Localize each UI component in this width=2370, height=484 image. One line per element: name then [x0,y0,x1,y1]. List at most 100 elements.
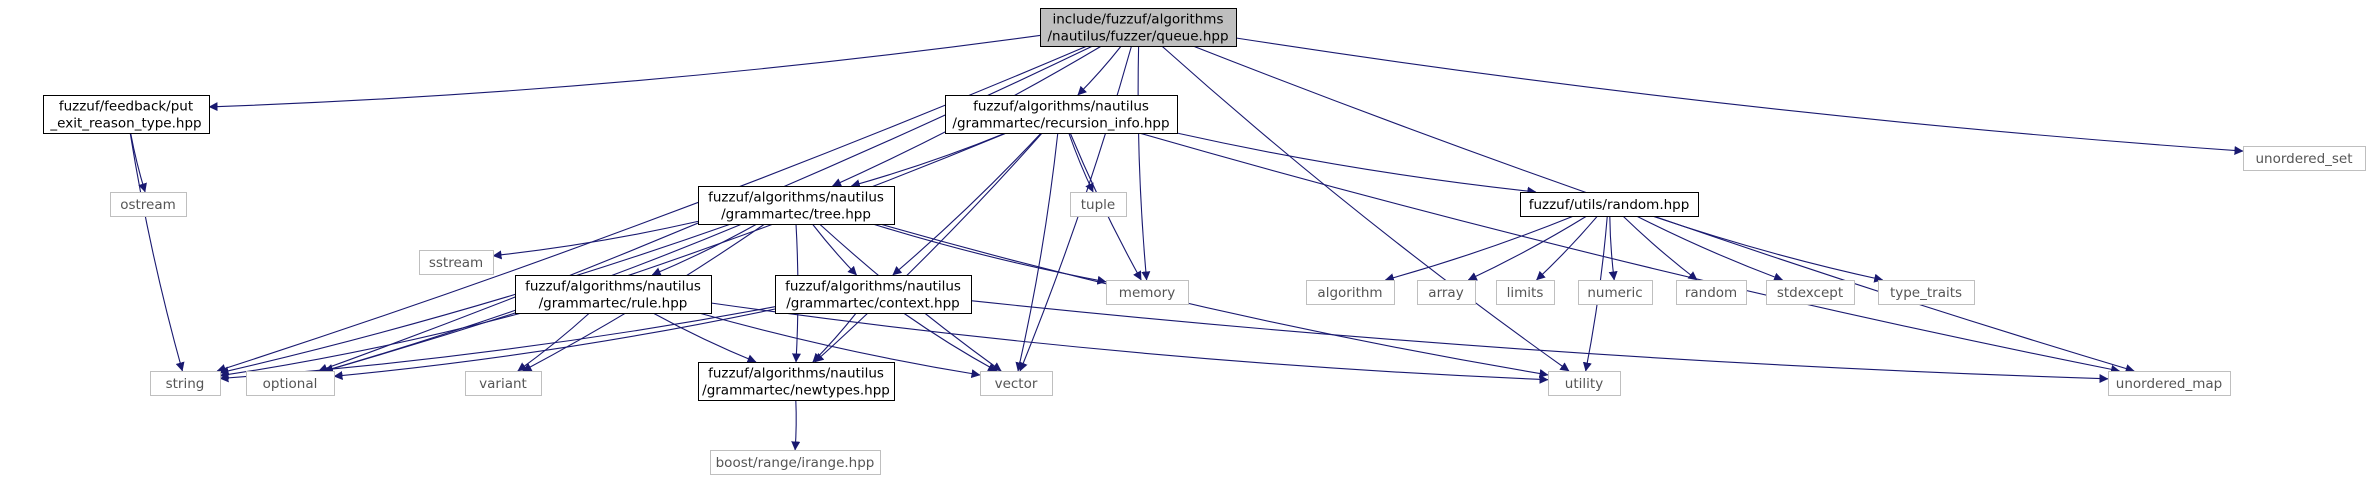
edge-put_exit-to-ostream [130,132,147,193]
edge-rule-to-string [219,312,522,379]
node-label: _exit_reason_type.hpp [49,116,201,132]
node-tuple: tuple [1070,192,1127,217]
node-label: string [166,376,205,392]
node-label: /grammartec/newtypes.hpp [702,383,890,399]
edge-random_hpp-to-array [1467,215,1588,281]
edge-tree-to-memory [872,223,1107,285]
dependency-edges [129,34,2244,451]
edge-random_hpp-to-type_traits [1652,215,1884,283]
node-numeric: numeric [1578,280,1653,305]
node-optional: optional [246,371,335,396]
node-newtypes[interactable]: fuzzuf/algorithms/nautilus/grammartec/ne… [698,362,895,401]
node-recursion[interactable]: fuzzuf/algorithms/nautilus/grammartec/re… [945,95,1178,134]
node-sstream: sstream [419,250,494,275]
edge-queue-to-recursion [1077,45,1122,96]
edge-random_hpp-to-limits [1536,215,1598,281]
edge-context-to-newtypes [812,312,857,363]
edge-queue-to-utility [1161,45,1570,372]
node-label: array [1428,285,1463,301]
edge-random_hpp-to-algorithm [1384,215,1574,283]
edge-rule-to-newtypes [652,312,757,363]
edge-recursion-to-random_hpp [1176,132,1537,196]
edge-tree-to-context [811,223,857,276]
edge-queue-to-memory [1137,45,1151,281]
node-label: sstream [429,255,483,271]
node-label: limits [1507,285,1544,301]
node-tree[interactable]: fuzzuf/algorithms/nautilus/grammartec/tr… [698,186,895,225]
node-label: boost/range/irange.hpp [716,455,875,471]
node-limits: limits [1496,280,1555,305]
node-stdexcept: stdexcept [1766,280,1855,305]
node-variant: variant [465,371,542,396]
node-label: fuzzuf/algorithms/nautilus [708,190,884,206]
node-label: variant [479,376,527,392]
edge-recursion-to-newtypes [814,132,1043,363]
node-label: fuzzuf/algorithms/nautilus [973,99,1149,115]
edge-recursion-to-context [892,132,1042,276]
edge-newtypes-to-irange [791,399,801,451]
node-label: utility [1565,376,1603,392]
edge-recursion-to-optional [323,132,1007,373]
edge-recursion-to-tuple [1068,132,1094,193]
node-random-hpp[interactable]: fuzzuf/utils/random.hpp [1520,192,1699,217]
edge-rule-to-utility [710,302,1549,384]
node-label: /grammartec/tree.hpp [721,207,871,223]
node-ostream: ostream [110,192,187,217]
node-random: random [1676,280,1747,305]
edge-rule-to-variant [517,312,590,372]
node-label: /nautilus/fuzzer/queue.hpp [1047,29,1228,45]
dependency-nodes: include/fuzzuf/algorithms/nautilus/fuzze… [43,8,2366,475]
node-label: /grammartec/context.hpp [786,296,960,312]
edge-rule-to-vector [698,312,981,379]
node-label: type_traits [1890,285,1962,301]
edge-context-to-optional [333,308,776,380]
node-vector: vector [980,371,1053,396]
node-unordered-set: unordered_set [2243,146,2366,171]
edge-tree-to-utility [879,223,1549,378]
edge-queue-to-unordered_set [1235,37,2244,155]
node-memory: memory [1106,280,1189,305]
edge-put_exit-to-string [129,132,185,372]
node-label: unordered_set [2255,151,2352,167]
node-algorithm: algorithm [1306,280,1395,305]
node-label: fuzzuf/algorithms/nautilus [525,279,701,295]
node-string: string [150,371,221,396]
node-label: tuple [1081,197,1115,213]
node-label: unordered_map [2116,376,2222,392]
node-context[interactable]: fuzzuf/algorithms/nautilus/grammartec/co… [775,275,972,314]
node-label: random [1685,285,1737,301]
node-label: memory [1119,285,1175,301]
node-label: fuzzuf/utils/random.hpp [1529,197,1690,213]
node-label: stdexcept [1777,285,1843,301]
edge-queue-to-put_exit [208,34,1041,112]
node-put-exit[interactable]: fuzzuf/feedback/put_exit_reason_type.hpp [43,95,210,134]
node-label: vector [995,376,1038,392]
node-label: fuzzuf/algorithms/nautilus [785,279,961,295]
node-unordered-map: unordered_map [2108,371,2231,396]
edge-random_hpp-to-numeric [1608,215,1618,281]
node-utility: utility [1548,371,1621,396]
edge-context-to-vector [903,312,998,372]
node-label: /grammartec/recursion_info.hpp [952,116,1169,132]
edge-tree-to-string [219,223,731,376]
edge-recursion-to-unordered_map [1139,132,2121,374]
node-label: algorithm [1317,285,1382,301]
edge-random_hpp-to-stdexcept [1636,215,1784,282]
node-queue: include/fuzzuf/algorithms/nautilus/fuzze… [1040,8,1237,47]
node-array: array [1417,280,1476,305]
node-label: optional [263,376,318,392]
node-label: numeric [1587,285,1642,301]
node-label: ostream [120,197,176,213]
node-label: include/fuzzuf/algorithms [1053,12,1224,28]
node-type-traits: type_traits [1878,280,1975,305]
edge-recursion-to-vector [1015,132,1059,372]
edge-queue-to-string [216,45,1088,373]
edge-tree-to-rule [651,223,758,276]
edge-tree-to-sstream [492,220,699,260]
edge-random_hpp-to-random [1622,215,1698,281]
node-rule[interactable]: fuzzuf/algorithms/nautilus/grammartec/ru… [515,275,712,314]
node-label: /grammartec/rule.hpp [539,296,688,312]
node-label: fuzzuf/feedback/put [59,99,193,115]
node-label: fuzzuf/algorithms/nautilus [708,366,884,382]
